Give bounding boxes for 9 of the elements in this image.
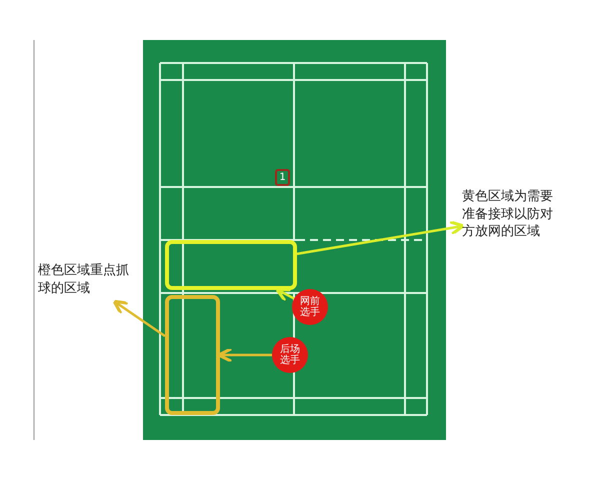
- arrow: [275, 288, 295, 302]
- position-marker: 1: [275, 169, 290, 186]
- note-text: 橙色区域重点抓球的区域: [38, 262, 130, 298]
- note-text: 黄色区域为需要准备接球以防对方放网的区域: [462, 188, 554, 241]
- arrow: [112, 300, 166, 338]
- zone-outline: [165, 240, 297, 290]
- arrow: [296, 220, 465, 256]
- zone-outline: [165, 295, 220, 415]
- arrow: [217, 347, 272, 363]
